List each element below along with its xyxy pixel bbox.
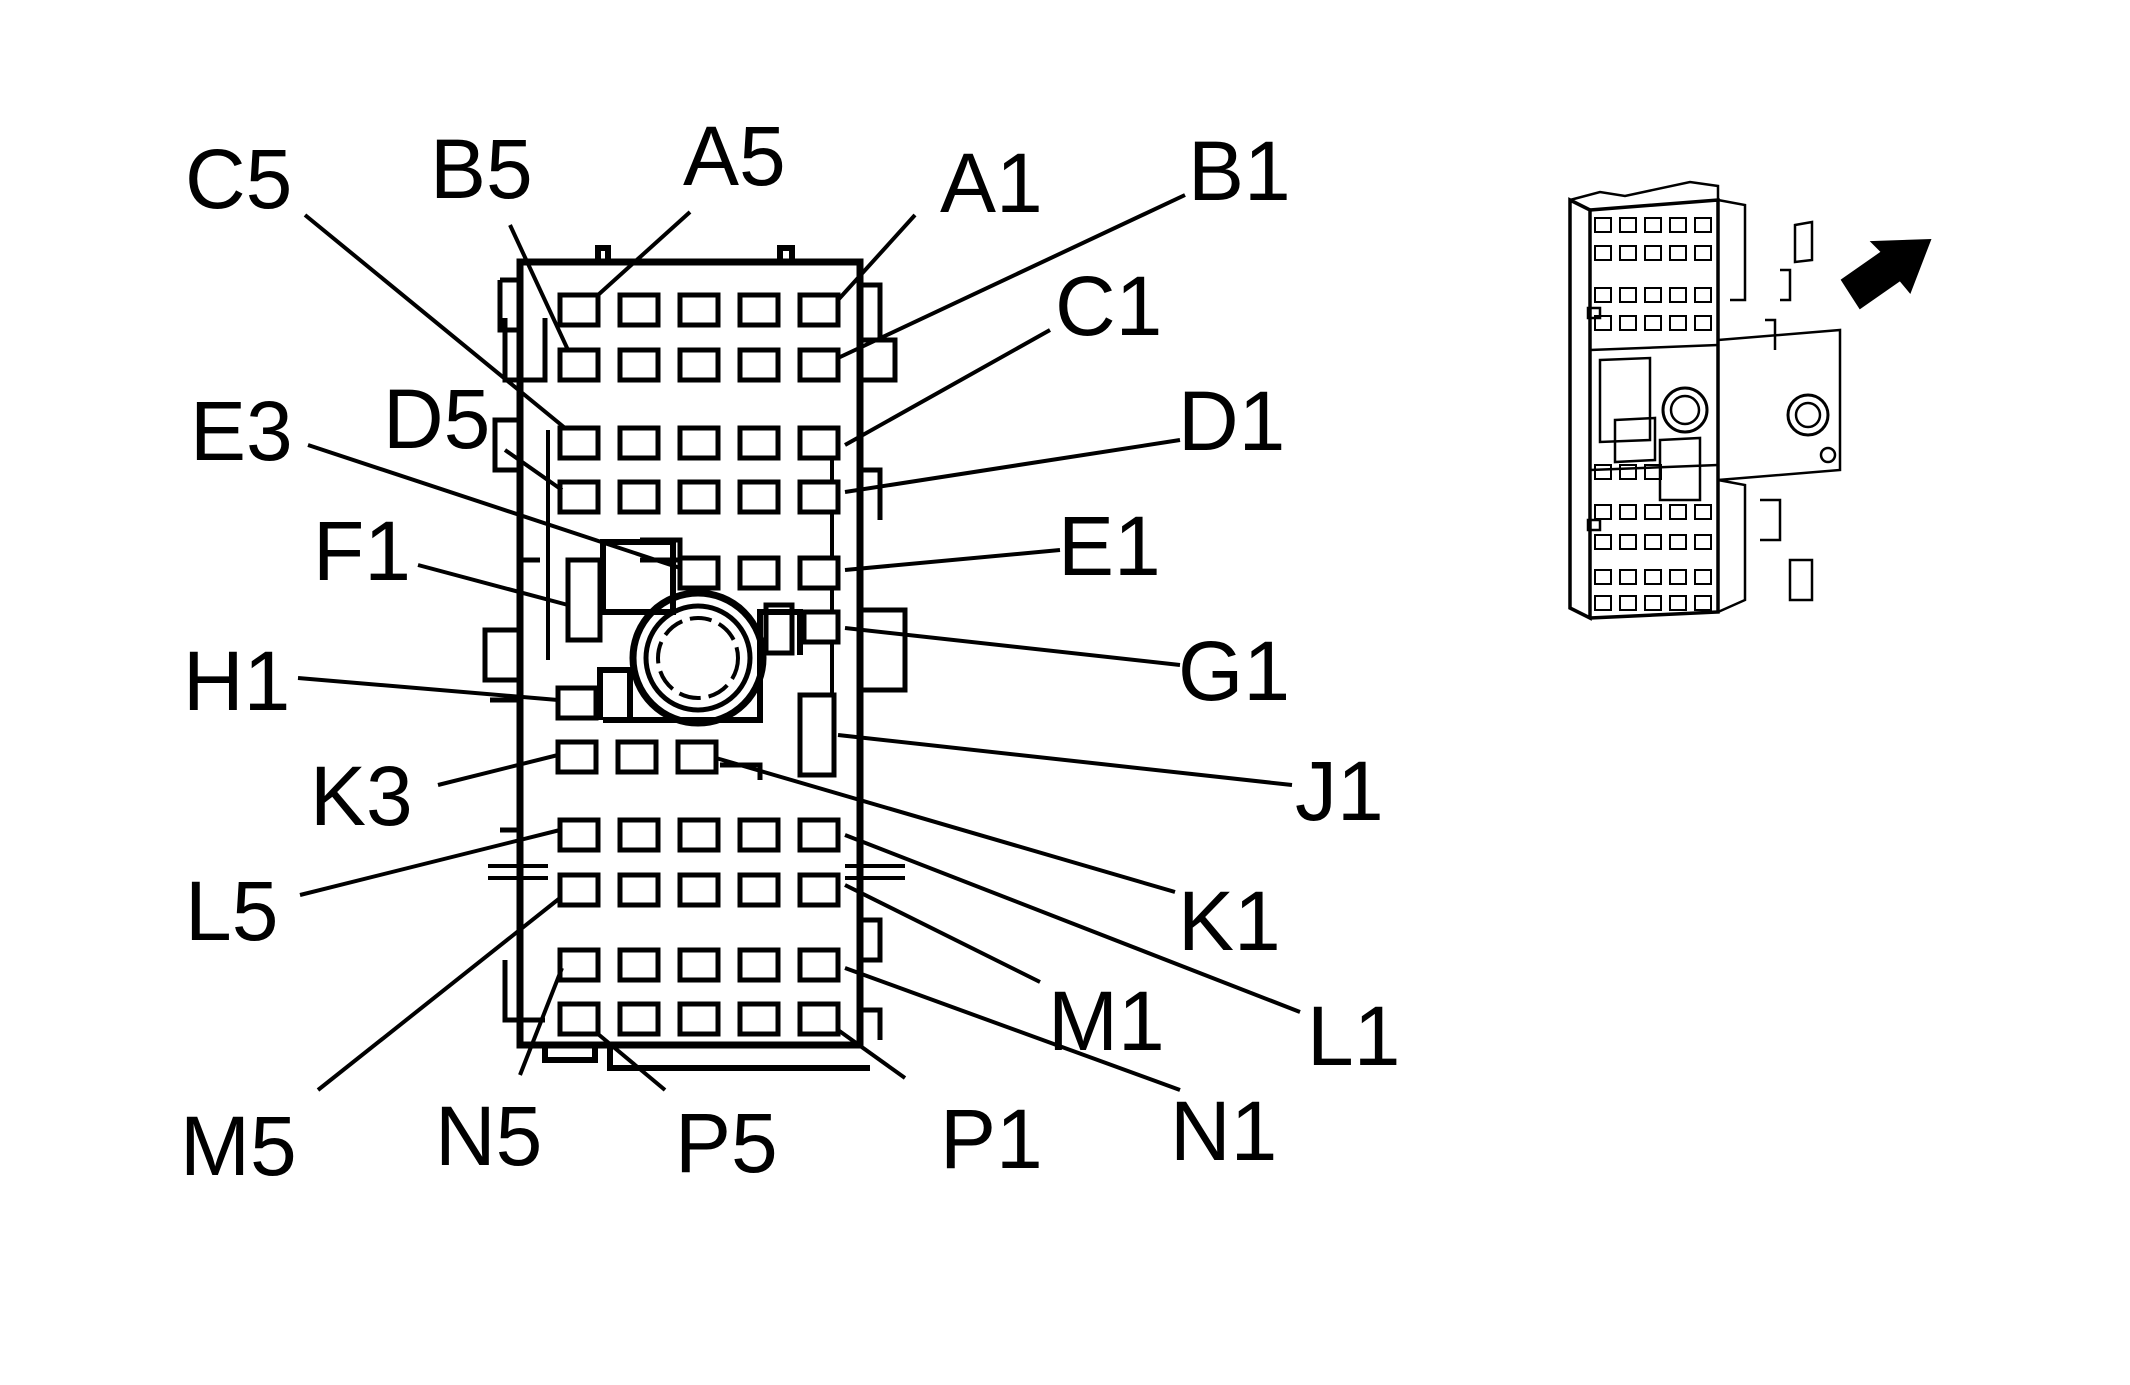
cavity-F1	[565, 557, 603, 643]
pin-label-K3: K3	[310, 749, 413, 843]
row-M	[557, 872, 841, 908]
row-K	[555, 739, 719, 775]
connector-3d-icon	[1568, 180, 1842, 621]
pin-label-C1: C1	[1055, 259, 1162, 353]
pin-label-C5: C5	[185, 132, 292, 226]
pin-label-M1: M1	[1048, 974, 1165, 1068]
row-L	[557, 817, 841, 853]
pin-label-G1: G1	[1178, 624, 1290, 718]
pin-label-A1: A1	[940, 136, 1043, 230]
leader-lines	[297, 193, 1301, 1092]
pin-label-K1: K1	[1178, 874, 1281, 968]
pin-label-B5: B5	[430, 122, 533, 216]
pin-label-D5: D5	[383, 372, 490, 466]
row-D	[557, 479, 841, 515]
pin-label-J1: J1	[1295, 744, 1384, 838]
pin-label-E3: E3	[190, 384, 293, 478]
pin-label-N5: N5	[435, 1089, 542, 1183]
pin-labels: A5 B5 C5 A1 B1 C1 D5 E3 D1 F1 E1 G1 H1 K…	[180, 109, 1400, 1193]
pin-label-P5: P5	[675, 1096, 778, 1190]
pin-label-P1: P1	[940, 1092, 1043, 1186]
pin-label-L1: L1	[1307, 989, 1400, 1083]
row-E	[677, 555, 841, 591]
cavity-G1	[801, 609, 841, 645]
row-B	[557, 347, 841, 383]
row-N	[557, 947, 841, 983]
pin-label-D1: D1	[1178, 374, 1285, 468]
cavity-H1	[555, 685, 599, 721]
center-bolt	[597, 539, 803, 727]
pin-label-A5: A5	[683, 109, 786, 203]
pin-label-B1: B1	[1188, 124, 1291, 218]
pin-label-L5: L5	[185, 864, 278, 958]
arrow-up-right-icon	[1840, 238, 1932, 310]
pin-label-N1: N1	[1170, 1084, 1277, 1178]
cavity-J1	[797, 692, 837, 778]
row-P	[557, 1001, 841, 1037]
row-A	[557, 292, 841, 328]
pin-label-F1: F1	[313, 504, 411, 598]
pin-label-E1: E1	[1058, 499, 1161, 593]
pin-cavities	[555, 292, 841, 1037]
pin-label-H1: H1	[183, 634, 290, 728]
connector-face	[482, 245, 908, 1071]
row-C	[557, 425, 841, 461]
pin-label-M5: M5	[180, 1099, 297, 1193]
